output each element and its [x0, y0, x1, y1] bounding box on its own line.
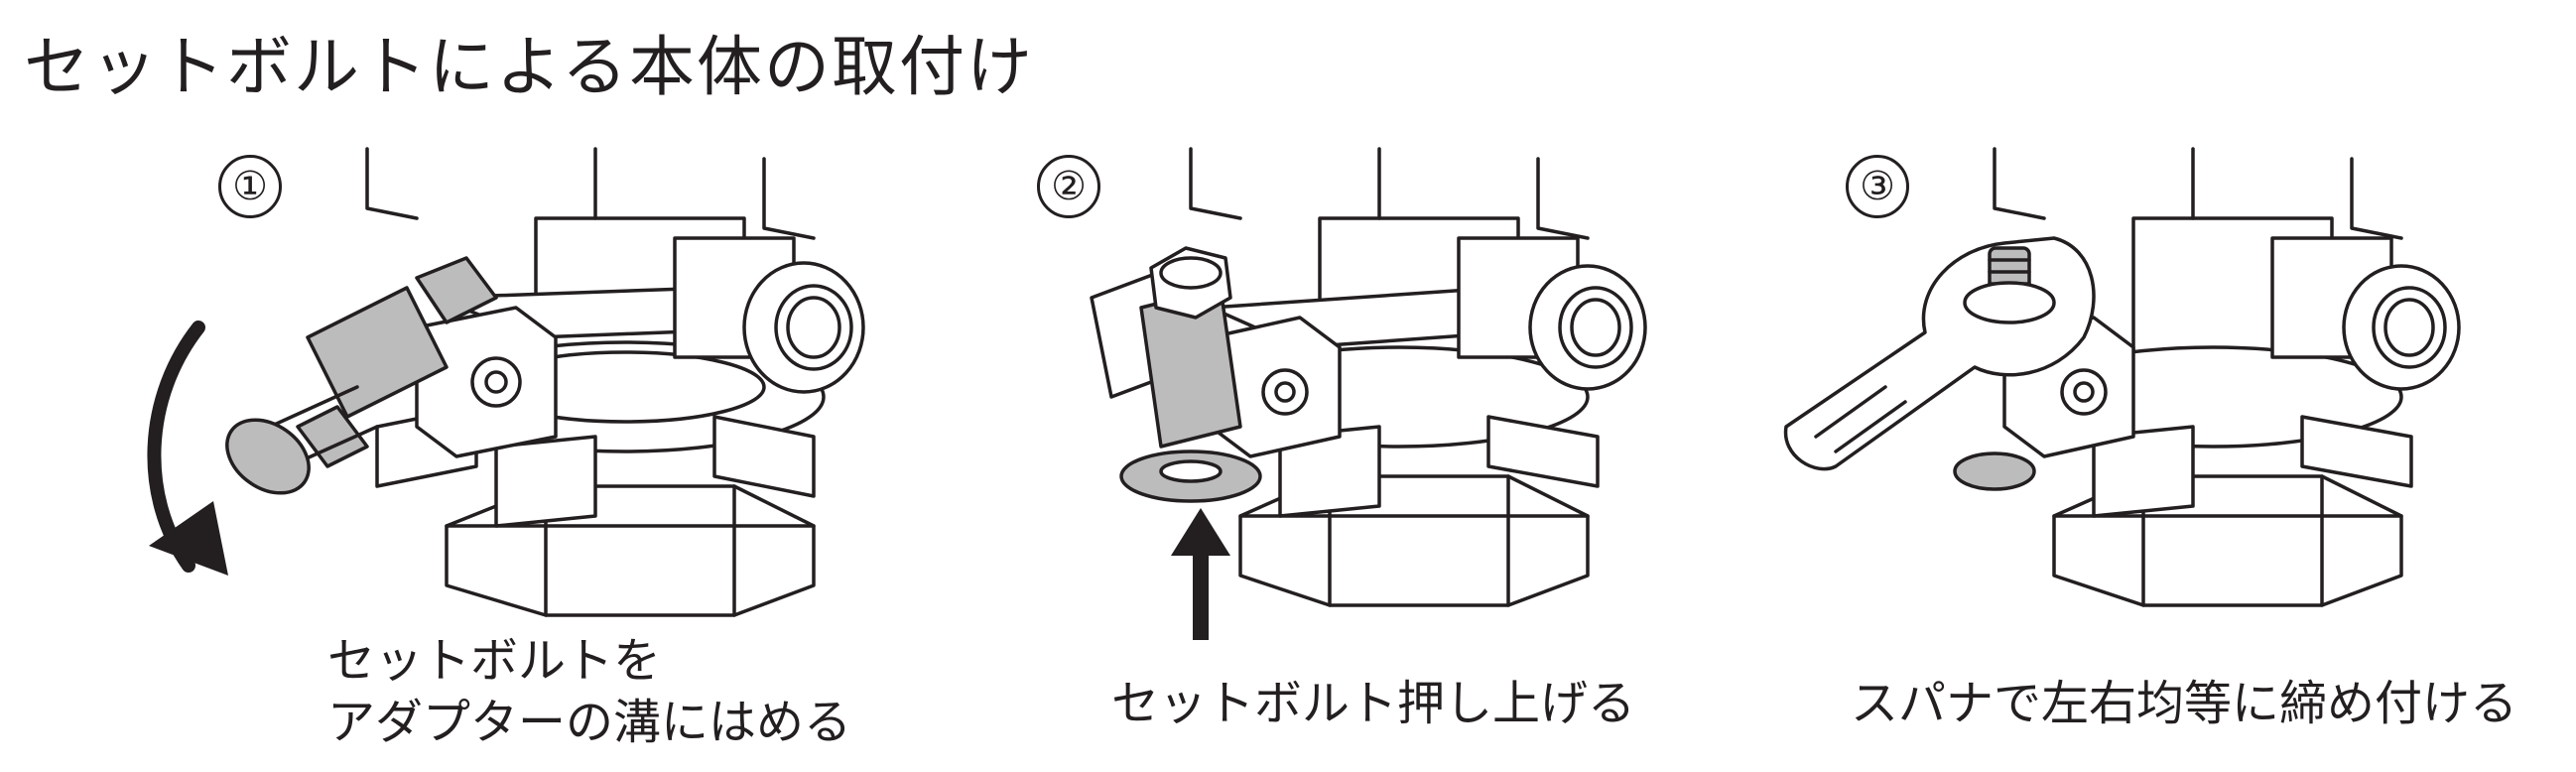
- step-2-illustration: [1090, 147, 1647, 607]
- step-3-number: ③: [1846, 155, 1909, 218]
- step-3-caption-line-1: スパナで左右均等に締め付ける: [1851, 676, 2518, 731]
- push-up-arrow-icon: [1171, 508, 1230, 640]
- step-3-illustration: [1783, 147, 2461, 607]
- step-1-number: ①: [218, 155, 282, 218]
- step-3-panel: ③ スパナで左右均等に締め付ける: [1783, 139, 2576, 731]
- step-1-panel: ①: [119, 139, 972, 750]
- step-3-caption: スパナで左右均等に締め付ける: [1851, 673, 2517, 734]
- step-1-caption-line-2: アダプターの溝にはめる: [327, 695, 852, 750]
- rotate-arrow-icon: [147, 321, 228, 576]
- step-2-number: ②: [1037, 155, 1100, 218]
- step-1-caption-line-1: セットボルトを: [327, 633, 662, 689]
- step-1-illustration: [225, 147, 865, 617]
- step-1-caption: セットボルトを アダプターの溝にはめる: [327, 630, 851, 753]
- step-2-panel: ② セットボルト押し上げる: [1002, 139, 1856, 731]
- step-2-caption: セットボルト押し上げる: [1111, 673, 1635, 734]
- step-2-caption-line-1: セットボルト押し上げる: [1111, 676, 1636, 731]
- page-title: セットボルトによる本体の取付け: [24, 29, 1035, 105]
